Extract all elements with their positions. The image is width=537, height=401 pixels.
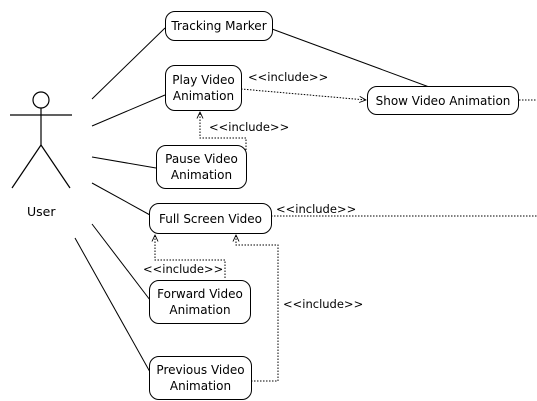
include-label-play-show: <<include>>: [248, 70, 329, 84]
assoc-play-video: [91, 94, 166, 127]
use-case-pause-video[interactable]: Pause Video Animation: [156, 145, 247, 189]
include-label-pause-play: <<include>>: [209, 120, 290, 134]
include-label-forward-full: <<include>>: [143, 262, 224, 276]
actor-label: User: [27, 204, 56, 219]
include-play-show: [240, 88, 366, 100]
include-label-full-screen-out: <<include>>: [276, 202, 357, 216]
use-case-full-screen[interactable]: Full Screen Video: [149, 203, 272, 234]
use-case-show-video[interactable]: Show Video Animation: [367, 86, 519, 115]
assoc-pause-video: [91, 156, 157, 169]
assoc-forward-video: [91, 223, 151, 301]
use-case-play-video[interactable]: Play Video Animation: [165, 65, 242, 111]
use-case-forward-video[interactable]: Forward Video Animation: [149, 280, 251, 324]
include-previous-full: [236, 235, 279, 382]
use-case-tracking-marker[interactable]: Tracking Marker: [165, 11, 273, 41]
assoc-tracking-marker: [91, 27, 166, 100]
assoc-full-screen: [91, 182, 151, 216]
assoc-previous-video: [74, 237, 151, 373]
actor-figure: [10, 91, 72, 189]
include-pause-play: [200, 112, 247, 150]
include-forward-full: [155, 235, 226, 278]
use-case-previous-video[interactable]: Previous Video Animation: [149, 356, 252, 400]
include-label-previous-full: <<include>>: [283, 297, 364, 311]
assoc-tracking-show: [271, 28, 441, 92]
